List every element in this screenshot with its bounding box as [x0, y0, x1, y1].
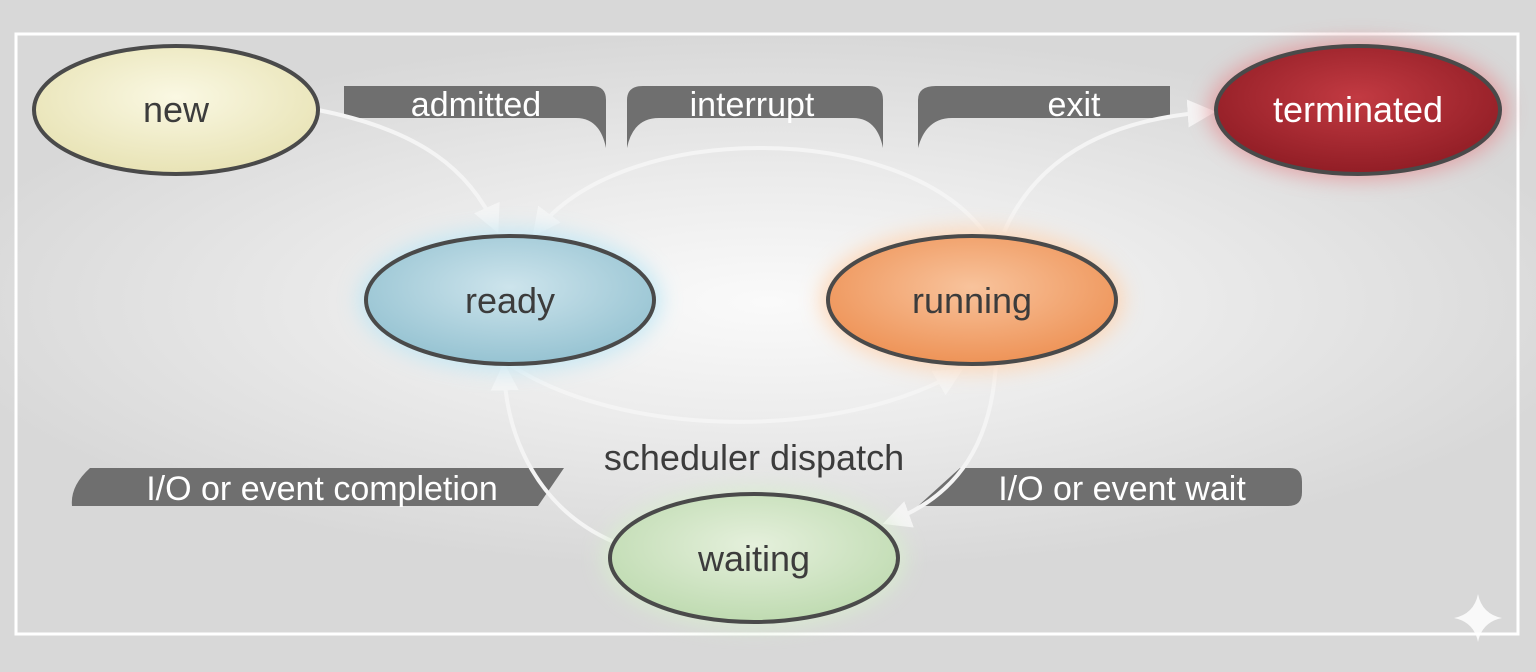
label-admitted: admitted — [411, 86, 541, 124]
arrow-admitted — [317, 108, 500, 234]
diagram-frame — [14, 32, 1520, 636]
state-new — [32, 44, 320, 176]
arrow-dispatch — [504, 360, 963, 424]
label-io-wait: I/O or event wait — [998, 470, 1246, 508]
tab-exit — [918, 86, 1170, 148]
state-new-label: new — [143, 89, 210, 130]
label-io-completion: I/O or event completion — [146, 470, 498, 508]
arrow-interrupt — [532, 146, 986, 237]
arrow-io-wait — [882, 361, 998, 528]
tab-admitted — [344, 86, 606, 148]
tab-interrupt — [627, 86, 883, 148]
state-running-label: running — [912, 280, 1032, 321]
state-ready-label: ready — [465, 280, 555, 321]
state-waiting — [608, 492, 900, 624]
state-running — [826, 234, 1118, 366]
arrow-exit — [1002, 99, 1216, 233]
state-terminated — [1214, 44, 1502, 176]
sparkle-icon — [1454, 594, 1502, 642]
tab-io-completion — [71, 468, 565, 506]
label-interrupt: interrupt — [690, 86, 815, 124]
tab-io-wait — [918, 468, 1302, 506]
state-waiting-label: waiting — [697, 538, 810, 579]
arrow-io-completion — [490, 362, 615, 544]
label-exit: exit — [1048, 86, 1101, 124]
state-ready — [364, 234, 656, 366]
label-scheduler-dispatch: scheduler dispatch — [604, 437, 904, 478]
state-terminated-label: terminated — [1273, 89, 1443, 130]
